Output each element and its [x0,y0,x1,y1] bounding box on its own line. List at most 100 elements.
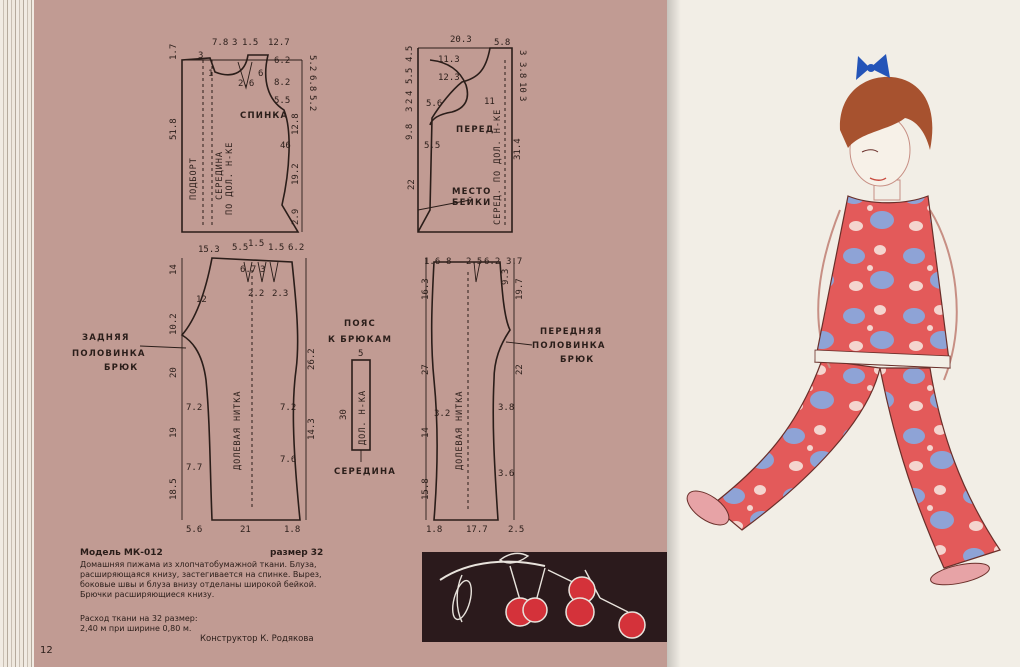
designer-credit: Конструктор К. Родякова [200,634,314,644]
tb-m-9: 2.3 [272,289,288,299]
bf-m-17: 2 [405,99,415,104]
model-description: Домашняя пижама из хлопчатобумажной ткан… [80,560,322,599]
bb-m-8: 2.6 [238,79,254,89]
tf-m-14: 15.8 [421,478,431,500]
bb-m-4: 12.7 [268,38,290,48]
tf-m-2: 2.5 [466,257,482,267]
tf-m-12: 14 [421,427,431,438]
trousers-front-pattern: ПЕРЕДНЯЯ ПОЛОВИНКА БРЮК ДОЛЕВАЯ НИТКА 1.… [421,257,606,535]
bf-m-18: 3 [405,107,415,112]
blouse-front-seam-1: МЕСТО [452,187,492,197]
bb-m-19: 5.2 [307,95,317,111]
bb-m-18: 6.8 [307,75,317,91]
tb-m-8: 2.2 [248,289,264,299]
bb-m-3: 1.5 [242,38,258,48]
tf-m-16: 17.7 [466,525,488,535]
tb-label-0: ЗАДНЯЯ [82,333,130,343]
tb-vlabel-0: ДОЛЕВАЯ НИТКА [233,390,243,470]
belt-middle: СЕРЕДИНА [334,467,396,477]
bb-m-6: 6.2 [274,56,290,66]
bb-m-5: 3 [198,51,203,61]
belt-width: 5 [358,349,363,359]
tf-m-15: 1.8 [426,525,442,535]
tb-m-0: 15.3 [198,245,220,255]
tb-m-7: 3 [260,265,265,275]
tf-label-0: ПЕРЕДНЯЯ [540,327,602,337]
bf-m-14: 4.5 [405,46,415,62]
tb-m-17: 14.3 [307,418,317,440]
right-page [667,0,1020,667]
bf-m-10: 3 [517,50,527,55]
blouse-front-label: ПЕРЕД [456,125,495,135]
tb-m-12: 26.2 [307,348,317,370]
blouse-back-vlabel-0: ПОДБОРТ [189,157,199,200]
bf-m-8: 22 [407,179,417,190]
bb-m-9: 8.2 [274,78,290,88]
tb-m-18: 7.7 [186,463,202,473]
tf-label-2: БРЮК [560,355,594,365]
blouse-front-pattern: ПЕРЕД МЕСТО БЕЙКИ СЕРЕД. ПО ДОЛ. Н-КЕ 20… [405,35,527,233]
bf-m-3: 12.3 [438,73,460,83]
blouse-front-seam-2: БЕЙКИ [452,196,491,208]
tb-m-21: 5.6 [186,525,202,535]
tb-m-3: 1.5 [268,243,284,253]
bf-m-5: 11 [484,97,495,107]
tb-m-14: 7.2 [186,403,202,413]
bf-m-13: 3 [517,96,527,101]
bf-m-1: 5.8 [494,38,510,48]
tb-m-2: 1.5 [248,239,264,249]
bf-m-12: 10 [517,82,527,93]
bf-m-11: 3.8 [517,62,527,78]
blouse-front-vlabel-0: СЕРЕД. ПО ДОЛ. Н-КЕ [493,109,503,225]
tb-m-15: 7.2 [280,403,296,413]
belt-length: 30 [339,409,349,420]
tf-m-6: 9.3 [501,269,511,285]
tb-m-13: 20 [169,367,179,378]
bb-m-12: 12.8 [291,113,301,135]
bb-m-14: 19.2 [291,163,301,185]
tf-m-13: 3.6 [498,469,514,479]
tb-m-10: 12 [196,295,207,305]
tb-m-23: 1.8 [284,525,300,535]
fabric-consumption-label: Расход ткани на 32 размер: [80,614,198,623]
tb-m-5: 14 [169,264,179,275]
blouse-back-vlabel-1: СЕРЕДИНА [215,151,225,200]
bb-m-2: 3 [232,38,237,48]
bb-m-11: 51.8 [169,118,179,140]
tf-m-0: 1.6 [424,257,440,267]
tf-m-5: 16.3 [421,278,431,300]
tb-m-11: 10.2 [169,313,179,335]
bf-m-9: 31.4 [513,138,523,160]
bb-m-7: 6 [258,69,263,79]
tf-m-17: 2.5 [508,525,524,535]
tf-m-11: 3.8 [498,403,514,413]
tf-vlabel-0: ДОЛЕВАЯ НИТКА [455,390,465,470]
bb-m-17: 5.2 [307,55,317,71]
tf-label-1: ПОЛОВИНКА [532,341,606,351]
tb-label-2: БРЮК [104,363,138,373]
bf-m-16: 4 [405,91,415,96]
bb-m-0: 1.7 [169,44,179,60]
tb-m-19: 7.6 [280,455,296,465]
bf-m-0: 20.3 [450,35,472,45]
tf-m-8: 27 [421,364,431,375]
bb-m-10: 5.5 [274,96,290,106]
tb-m-4: 6.2 [288,243,304,253]
fabric-consumption-value: 2,40 м при ширине 0,80 м. [80,624,192,633]
bf-m-15: 5.5 [405,68,415,84]
trousers-back-pattern: ЗАДНЯЯ ПОЛОВИНКА БРЮК ДОЛЕВАЯ НИТКА 15.3… [72,239,317,535]
tb-m-22: 21 [240,525,251,535]
tf-m-1: 8 [446,257,451,267]
model-size: размер 32 [270,548,324,558]
tf-m-9: 22 [515,364,525,375]
bb-m-1: 7.8 [212,38,228,48]
bf-m-7: 5.5 [424,141,440,151]
tf-m-4: 3.7 [506,257,522,267]
tb-m-6: 6.7 [240,265,256,275]
belt-title-1: К БРЮКАМ [328,335,392,345]
bf-m-6: 9.8 [405,124,415,140]
cherry-illustration [422,552,667,642]
bb-m-13: 46 [280,141,291,151]
spine-shadow [667,0,681,667]
